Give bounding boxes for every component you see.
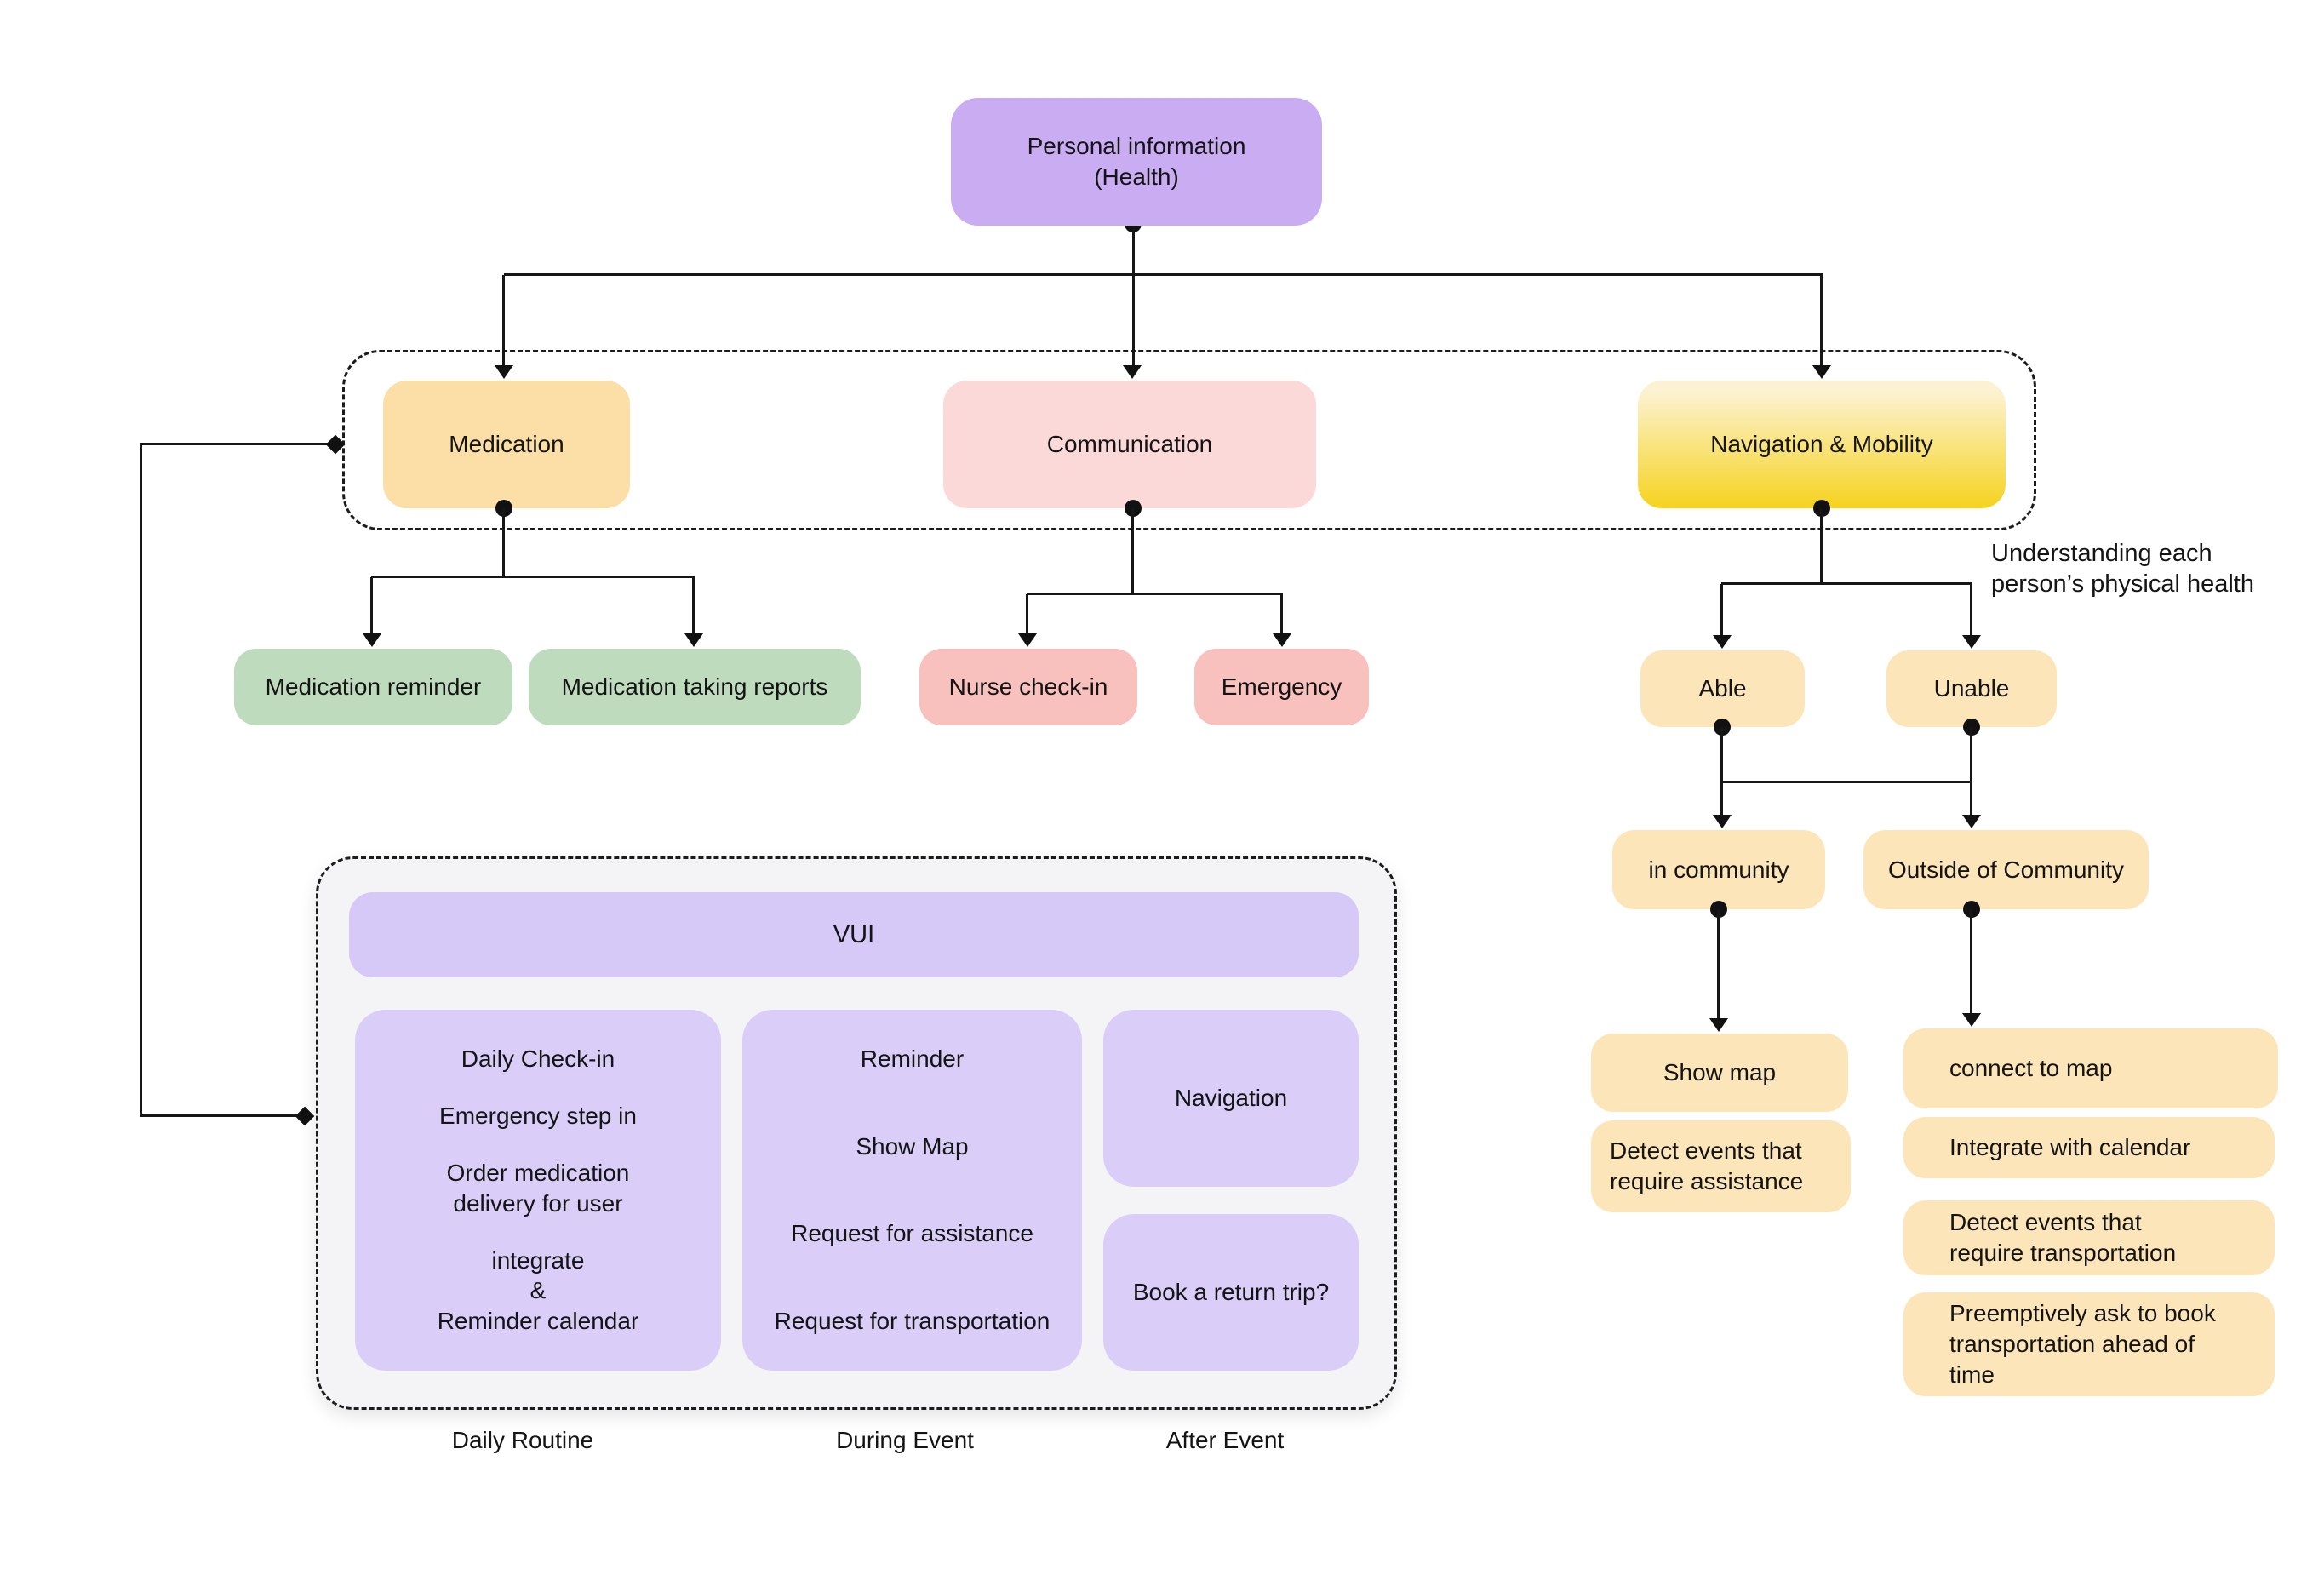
diamond-endpoint-vui [295,1106,315,1126]
vui-during-event-box: Reminder Show Map Request for assistance… [742,1010,1082,1371]
node-unable: Unable [1886,650,2057,727]
vui-during-item: Reminder [860,1045,965,1072]
connector-left-bottom-hline [140,1114,303,1117]
label-during-event: During Event [836,1427,974,1453]
connector-nav-right-vline [1970,584,1972,635]
arrowhead-in-community [1713,815,1732,828]
node-book-return-trip: Book a return trip? [1103,1214,1359,1371]
label-after-event: After Event [1165,1427,1285,1453]
connector-medication-vline [502,275,505,367]
connector-med-right-vline [692,577,695,633]
arrowhead-communication [1123,365,1142,379]
arrowhead-unable [1962,635,1981,649]
vui-daily-item: Daily Check-in [461,1045,615,1072]
level1-group-outline [342,350,2036,530]
node-detect-events-assistance: Detect events that require assistance [1591,1120,1851,1212]
connector-level1-hline [504,273,1823,276]
node-outside-of-community: Outside of Community [1863,830,2149,909]
connector-outside-vline [1970,909,1972,1013]
label-daily-routine: Daily Routine [451,1427,594,1453]
node-vui: VUI [349,892,1359,977]
connector-comm-stem [1131,508,1134,594]
vui-during-item: Request for assistance [791,1220,1033,1247]
node-medication-taking-reports: Medication taking reports [529,649,861,725]
node-medication: Medication [383,381,630,508]
node-medication-reminder: Medication reminder [234,649,512,725]
connector-comm-right-vline [1280,594,1283,633]
connector-in-community-vline [1717,909,1720,1018]
vui-during-item: Request for transportation [774,1308,1050,1335]
arrowhead-med-reminder [363,633,381,647]
connector-root-vline [1132,224,1135,369]
arrowhead-connect-to-map [1962,1013,1981,1027]
node-communication: Communication [943,381,1316,508]
connector-able-unable-hline [1720,781,1972,783]
node-preemptively-book-transportation: Preemptively ask to book transportation … [1903,1292,2275,1396]
annotation-physical-health: Understanding each person’s physical hea… [1991,540,2254,598]
arrowhead-show-map [1709,1018,1728,1032]
connector-med-stem [502,508,505,577]
arrowhead-able [1713,635,1732,649]
node-personal-information: Personal information (Health) [951,98,1322,226]
vui-during-item: Show Map [856,1132,969,1160]
connector-comm-hline [1027,593,1283,595]
connector-nav-left-vline [1720,584,1723,635]
connector-navigation-vline [1820,275,1823,367]
arrowhead-navigation [1812,365,1831,379]
arrowhead-outside-community [1962,815,1981,828]
connector-able-vline [1720,727,1723,815]
connector-med-left-vline [370,577,373,633]
arrowhead-medication [495,365,513,379]
connector-unable-vline [1970,727,1972,815]
node-navigation-vui: Navigation [1103,1010,1359,1187]
node-able: Able [1640,650,1805,727]
arrowhead-med-reports [684,633,703,647]
connector-nav-hline [1721,582,1972,585]
arrowhead-emergency [1273,633,1291,647]
node-nurse-check-in: Nurse check-in [919,649,1137,725]
node-in-community: in community [1612,830,1825,909]
arrowhead-nurse [1018,633,1037,647]
vui-daily-item: integrate & Reminder calendar [437,1246,639,1335]
vui-daily-item: Order medication delivery for user [446,1159,630,1217]
vui-daily-routine-box: Daily Check-in Emergency step in Order m… [355,1010,721,1371]
node-connect-to-map: connect to map [1903,1028,2278,1108]
connector-left-top-hline [140,443,334,445]
node-emergency: Emergency [1194,649,1369,725]
node-detect-events-transportation: Detect events that require transportatio… [1903,1200,2275,1275]
connector-left-vline [140,443,142,1116]
node-navigation-mobility: Navigation & Mobility [1638,381,2006,508]
connector-comm-left-vline [1026,594,1028,633]
connector-nav-stem [1820,508,1823,584]
node-integrate-with-calendar: Integrate with calendar [1903,1117,2275,1178]
node-show-map: Show map [1591,1034,1848,1112]
connector-med-hline [371,576,695,578]
vui-daily-item: Emergency step in [439,1102,637,1129]
